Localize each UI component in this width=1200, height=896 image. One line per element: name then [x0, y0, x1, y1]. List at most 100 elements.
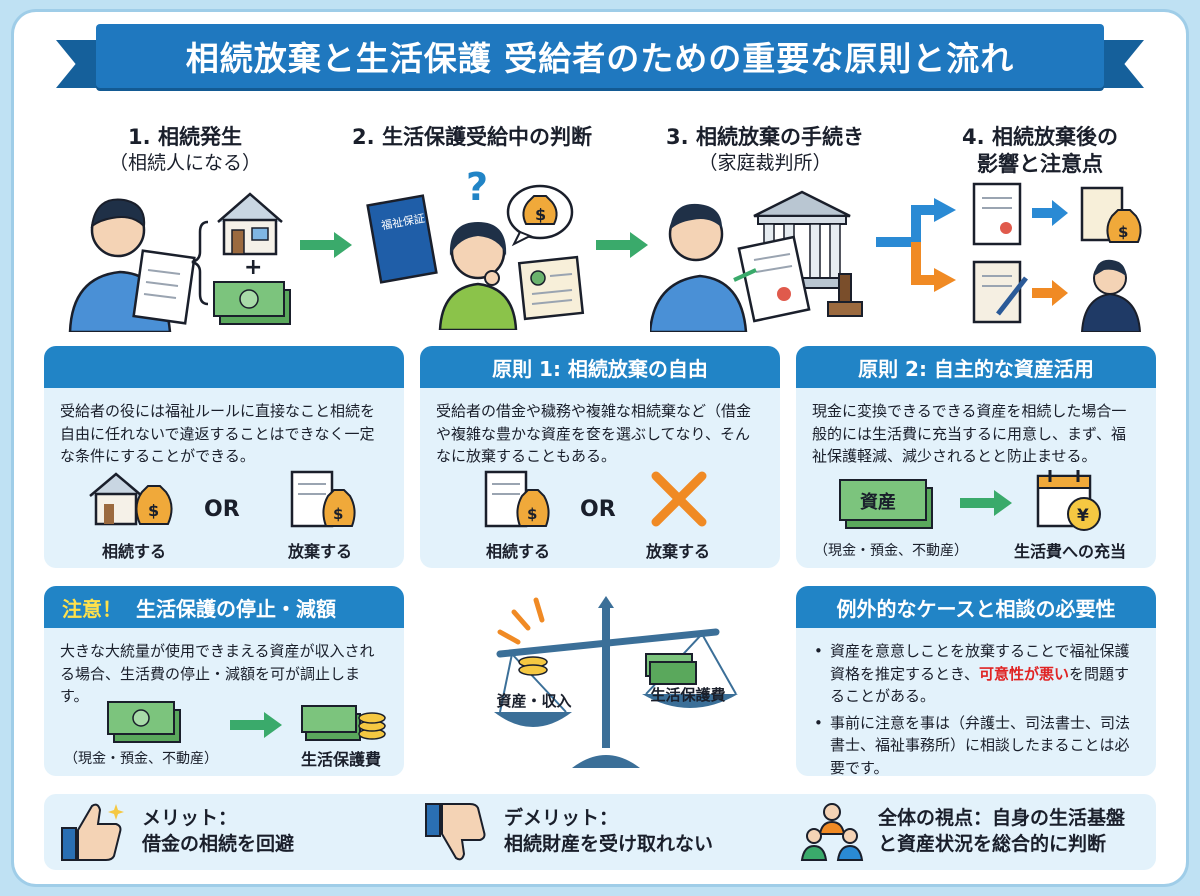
overall-item: 全体の視点：自身の生活基盤 と資産状況を総合的に判断	[800, 800, 1125, 864]
warning-label: 注意！	[62, 596, 122, 621]
step-4-title-block: 4. 相続放棄後の 影響と注意点	[910, 124, 1170, 179]
overall-label: 全体の視点：自身の生活基盤	[878, 807, 1126, 830]
document-money-icon: $	[290, 470, 356, 528]
arrow-right-icon	[1032, 200, 1068, 226]
demerit-label: デメリット：	[504, 807, 619, 830]
money-stack-icon	[213, 281, 291, 325]
thumbs-down-icon	[425, 803, 486, 861]
exception-body: 資産を意意しことを放棄することで福祉保護資格を推定するとき、可意性が悪いを問題す…	[796, 628, 1156, 776]
stamp-icon	[827, 273, 863, 317]
scale-right-label: 生活保護費	[650, 686, 726, 704]
house-icon	[217, 192, 283, 256]
intro-card-text: 受給者の役には福祉ルールに直接なこと相続を自由に任れないで違返することはできなく…	[60, 402, 376, 465]
bullet-1-highlight: 可意性が悪い	[978, 664, 1069, 683]
welfare-caption: 生活保護費	[300, 750, 381, 769]
merit-text: 借金の相続を回避	[142, 833, 295, 855]
merit-label: メリット：	[142, 807, 238, 830]
plus-sign: +	[244, 255, 262, 280]
exception-card: 例外的なケースと相談の必要性 資産を意意しことを放棄することで福祉保護資格を推定…	[796, 586, 1156, 776]
intro-card: 受給者の役には福祉ルールに直接なこと相続を自由に任れないで違返することはできなく…	[44, 346, 404, 568]
inherit-label: 相続する	[485, 542, 550, 561]
id-card-icon	[517, 255, 585, 321]
split-arrow-icon	[876, 198, 956, 292]
principle-2-text: 現金に変換できるできる資産を相続した場合一般的には生活費に充当するに用意し、まず…	[812, 402, 1127, 465]
dollar-sign: $	[148, 501, 159, 520]
step-2-illustration: 福祉保証 ? $	[366, 165, 585, 330]
document-money-icon: $	[1080, 186, 1142, 243]
person-reading-icon	[68, 198, 196, 332]
demerit-text: 相続財産を受け取れない	[504, 833, 714, 855]
or-label: OR	[580, 497, 616, 522]
step-4-title: 4. 相続放棄後の	[962, 125, 1118, 149]
step-3-title-block: 3. 相続放棄の手続き （家庭裁判所）	[630, 124, 900, 176]
yen-sign: ¥	[1077, 506, 1089, 526]
step-3-subtitle: （家庭裁判所）	[698, 152, 832, 175]
step-1-title: 1. 相続発生	[128, 125, 242, 149]
principle-1-card: 原則 1: 相続放棄の自由 受給者の借金や穢務や複雑な相続棄など（借金や複雑な豊…	[420, 346, 780, 568]
question-mark-icon: ?	[466, 165, 488, 209]
businessman-icon	[1080, 259, 1142, 332]
arrow-right-icon	[230, 712, 282, 738]
exception-bullet-2: 事前に注意を事は（弁護士、司法書士、司法書士、福祉事務所）に相談したまることは必…	[812, 712, 1140, 777]
document-pen-icon	[972, 260, 1028, 324]
bullet-1-text-b: を問題することがある。	[830, 664, 1129, 706]
step-1-illustration: +	[68, 192, 291, 332]
asset-caption: （現金・預金、不動産）	[814, 543, 968, 559]
asset-stack-icon: 資産	[839, 479, 933, 529]
cash-stack-icon	[107, 701, 181, 743]
overall-text: と資産状況を総合的に判断	[878, 833, 1107, 855]
merit-text-block: メリット： 借金の相続を回避	[142, 806, 294, 857]
overall-text-block: 全体の視点：自身の生活基盤 と資産状況を総合的に判断	[878, 806, 1125, 857]
step-3-title: 3. 相続放棄の手続き	[666, 125, 864, 149]
cash-caption: （現金・預金、不動産）	[64, 751, 218, 767]
step-4-subtitle: 影響と注意点	[977, 152, 1103, 177]
arrow-right-icon	[596, 232, 648, 258]
dollar-sign: $	[527, 505, 537, 523]
bullet-1-text-a: 資産を意意しことを放棄することで福祉保護資格を推定するとき、	[830, 642, 1130, 683]
dollar-sign: $	[535, 205, 546, 224]
or-label: OR	[204, 497, 240, 522]
inherit-label: 相続する	[101, 542, 166, 561]
calendar-yen-icon: ¥	[1036, 470, 1101, 531]
thinking-woman-icon	[438, 222, 518, 330]
step-2-title-block: 2. 生活保護受給中の判断	[322, 124, 622, 151]
caution-header: 注意！ 生活保護の停止・減額	[44, 586, 404, 628]
principle-1-text: 受給者の借金や穢務や複雑な相続棄など（借金や複雑な豊かな資産を奁を選ぶしてなり、…	[436, 402, 752, 465]
exception-header: 例外的なケースと相談の必要性	[796, 586, 1156, 628]
bottom-summary-bar	[44, 794, 1156, 870]
exception-bullet-1: 資産を意意しことを放棄することで福祉保護資格を推定するとき、可意性が悪いを問題す…	[812, 640, 1140, 708]
dollar-sign: $	[333, 505, 343, 523]
people-group-icon	[800, 803, 864, 861]
arrow-right-icon	[1032, 280, 1068, 306]
intro-card-header	[44, 346, 404, 388]
man-signing-icon	[650, 203, 748, 332]
thumbs-up-icon	[61, 803, 124, 861]
principle-2-card: 原則 2: 自主的な資産活用 現金に変換できるできる資産を相続した場合一般的には…	[796, 346, 1156, 568]
demerit-item: デメリット： 相続財産を受け取れない	[420, 800, 713, 864]
money-bag-bubble-icon: $	[506, 184, 574, 247]
renounce-label: 放棄する	[645, 542, 710, 561]
document-money-icon: $	[484, 470, 550, 528]
caution-text: 大きな大統量が使用できまえる資産が収入される場合、生活費の停止・減額を可が調止し…	[60, 642, 375, 705]
signed-document-icon	[733, 235, 811, 323]
step-1-title-block: 1. 相続発生 （相続人になる）	[70, 124, 300, 176]
x-mark-icon	[651, 471, 707, 527]
money-coins-icon	[301, 705, 386, 741]
demerit-text-block: デメリット： 相続財産を受け取れない	[504, 806, 713, 857]
step-2-title: 2. 生活保護受給中の判断	[352, 125, 592, 149]
step-3-illustration	[650, 190, 863, 332]
dollar-sign: $	[1118, 223, 1128, 241]
living-expense-caption: 生活費への充当	[1013, 542, 1126, 561]
house-money-icon: $	[89, 472, 173, 526]
document-seal-icon	[972, 182, 1022, 246]
principle-1-header: 原則 1: 相続放棄の自由	[420, 346, 780, 388]
merit-item: メリット： 借金の相続を回避	[58, 800, 294, 864]
welfare-book-icon: 福祉保証	[366, 194, 438, 284]
caution-title: 生活保護の停止・減額	[136, 596, 336, 621]
scale-left-label: 資産・収入	[496, 692, 572, 710]
arrow-right-icon	[960, 490, 1012, 516]
asset-word: 資産	[860, 491, 896, 513]
step-4-illustration: $	[876, 182, 1142, 332]
caution-card: 注意！ 生活保護の停止・減額 大きな大統量が使用できまえる資産が収入される場合、…	[44, 586, 404, 776]
renounce-label: 放棄する	[287, 542, 352, 561]
